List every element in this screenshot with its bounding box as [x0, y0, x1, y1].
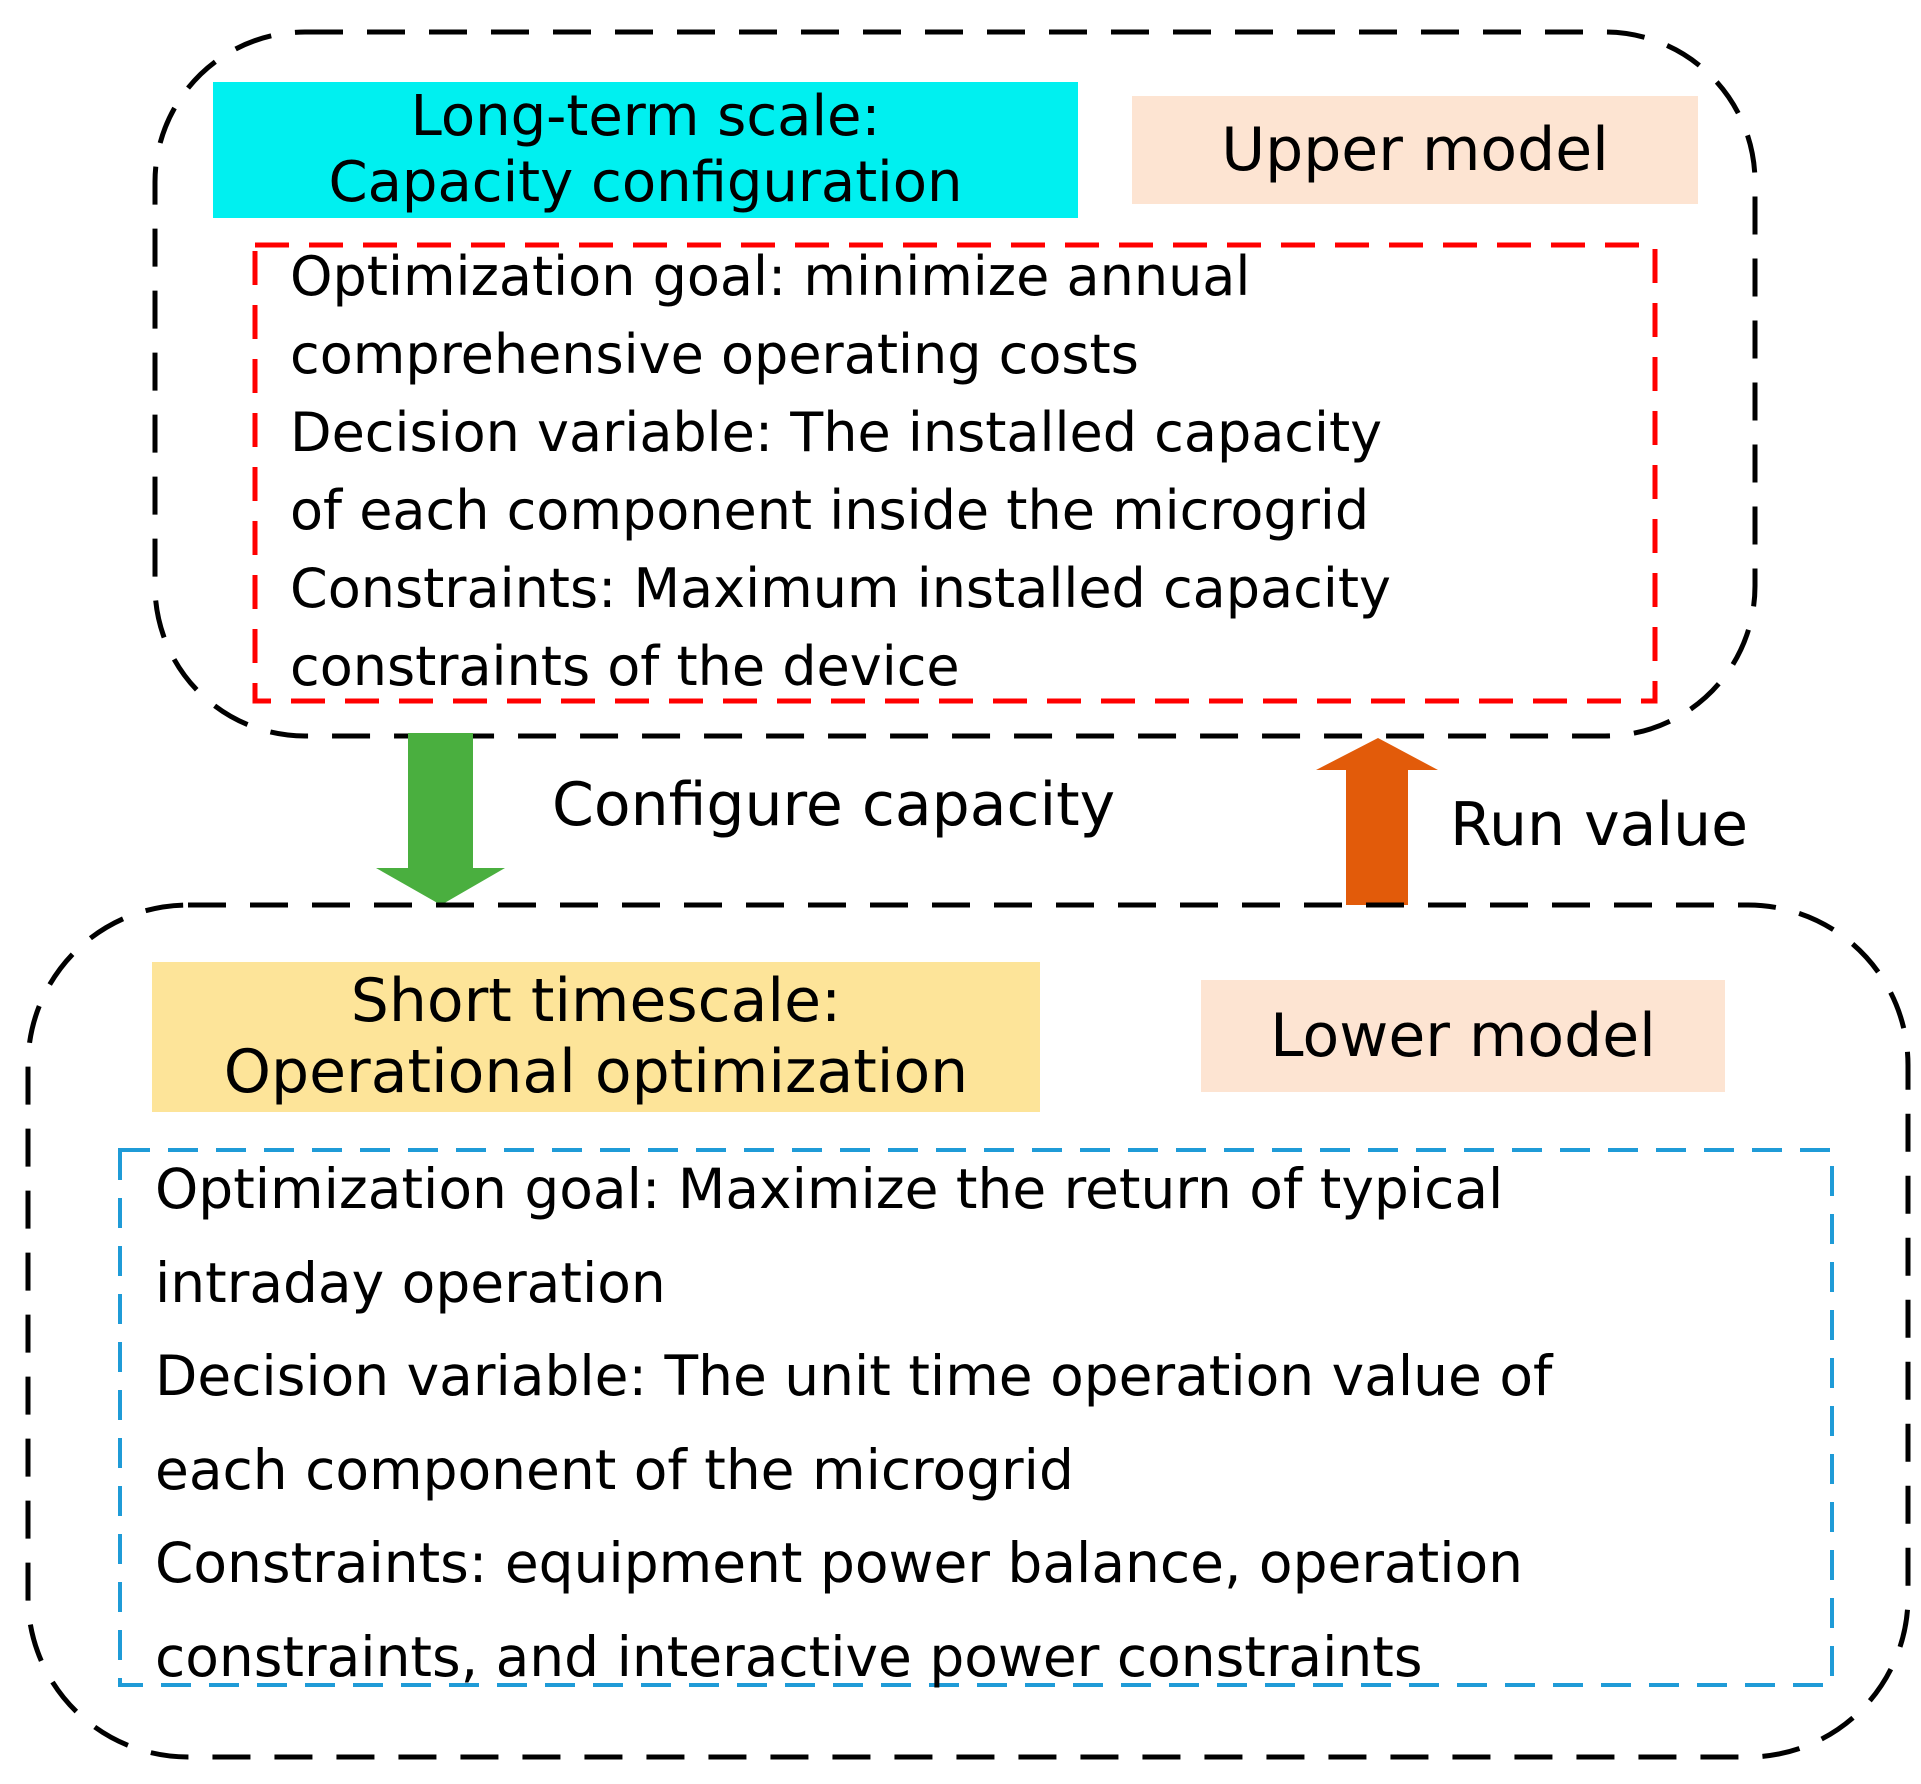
- upper-model-text: Upper model: [1221, 114, 1609, 185]
- long-term-scale-box: [213, 82, 1078, 218]
- short-timescale-box: [152, 962, 1040, 1112]
- arrow-up-icon: [1316, 738, 1438, 905]
- lower-detail-line: intraday operation: [155, 1250, 666, 1315]
- lower-details-frame: [118, 1148, 1834, 1687]
- lower-detail-line: Decision variable: The unit time operati…: [155, 1344, 1553, 1408]
- lower-model-frame: [25, 902, 1911, 1760]
- upper-model-box: [1132, 96, 1698, 204]
- upper-detail-line: Optimization goal: minimize annual: [290, 245, 1251, 308]
- run-value-label: Run value: [1450, 790, 1749, 860]
- lower-detail-line: Constraints: equipment power balance, op…: [155, 1531, 1523, 1595]
- lower-detail-line: Optimization goal: Maximize the return o…: [155, 1157, 1504, 1221]
- upper-details: Optimization goal: minimize annual compr…: [290, 238, 1391, 706]
- upper-detail-line: Constraints: Maximum installed capacity: [290, 557, 1391, 620]
- short-timescale-title: Short timescale:: [350, 966, 842, 1037]
- lower-model-box: [1201, 980, 1725, 1092]
- lower-detail-line: constraints, and interactive power const…: [155, 1624, 1423, 1689]
- lower-details: Optimization goal: Maximize the return o…: [155, 1143, 1552, 1704]
- upper-detail-line: constraints of the device: [290, 635, 960, 698]
- capacity-configuration-title: Capacity configuration: [328, 150, 963, 215]
- long-term-scale-title: Long-term scale:: [410, 83, 881, 149]
- upper-detail-line: comprehensive operating costs: [290, 323, 1139, 386]
- upper-detail-line: of each component inside the microgrid: [290, 479, 1370, 542]
- arrow-down-icon: [376, 733, 505, 905]
- upper-details-frame: [252, 242, 1658, 704]
- lower-detail-line: each component of the microgrid: [155, 1437, 1074, 1502]
- upper-model-frame: [152, 29, 1758, 739]
- lower-model-text: Lower model: [1270, 1000, 1656, 1071]
- short-timescale-label: Short timescale: Operational optimizatio…: [152, 962, 1040, 1112]
- configure-capacity-label: Configure capacity: [552, 770, 1116, 840]
- operational-optimization-title: Operational optimization: [223, 1037, 969, 1107]
- long-term-scale-label: Long-term scale: Capacity configuration: [213, 82, 1078, 218]
- upper-detail-line: Decision variable: The installed capacit…: [290, 401, 1383, 464]
- lower-model-label: Lower model: [1201, 980, 1725, 1092]
- upper-model-label: Upper model: [1132, 96, 1698, 204]
